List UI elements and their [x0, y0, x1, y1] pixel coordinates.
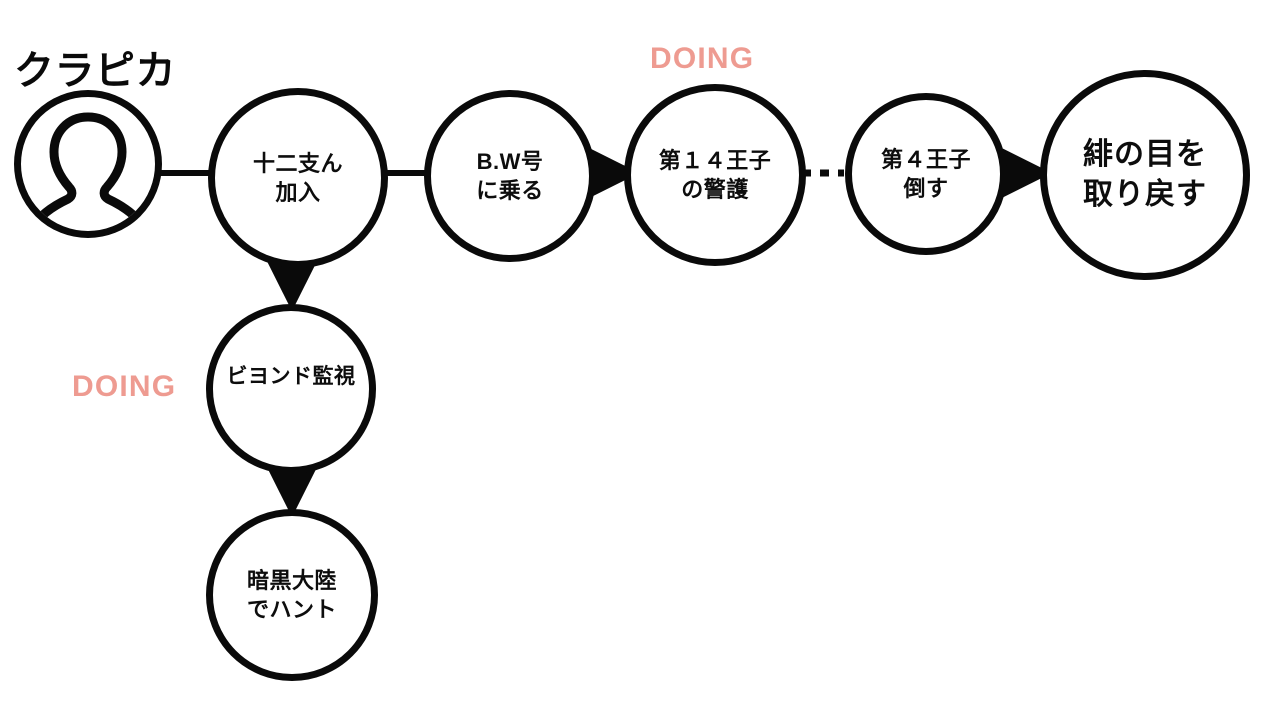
node-prince14-label: 第１４王子 の警護: [658, 147, 772, 202]
person-avatar-icon: [21, 97, 155, 231]
node-beyond-label: ビヨンド監視: [226, 365, 356, 389]
node-goal[interactable]: 緋の目を 取り戻す: [1040, 70, 1250, 280]
node-avatar[interactable]: [14, 90, 162, 238]
node-darkcont[interactable]: 暗黒大陸 でハント: [206, 509, 378, 681]
node-bwgou-label: B.W号 に乗る: [476, 148, 544, 203]
page-title: クラピカ: [14, 49, 176, 93]
node-prince14[interactable]: 第１４王子 の警護: [624, 84, 806, 266]
node-goal-label: 緋の目を 取り戻す: [1083, 138, 1207, 211]
node-prince4[interactable]: 第４王子 倒す: [845, 93, 1007, 255]
node-prince4-label: 第４王子 倒す: [880, 146, 971, 201]
node-beyond[interactable]: ビヨンド監視: [206, 304, 376, 474]
node-juunishin[interactable]: 十二支ん 加入: [208, 88, 388, 268]
node-bwgou[interactable]: B.W号 に乗る: [424, 90, 596, 262]
status-badge-doing-top: DOING: [650, 42, 755, 75]
status-badge-doing-bottom: DOING: [72, 370, 177, 403]
node-juunishin-label: 十二支ん 加入: [252, 150, 343, 205]
node-darkcont-label: 暗黒大陸 でハント: [246, 567, 337, 622]
